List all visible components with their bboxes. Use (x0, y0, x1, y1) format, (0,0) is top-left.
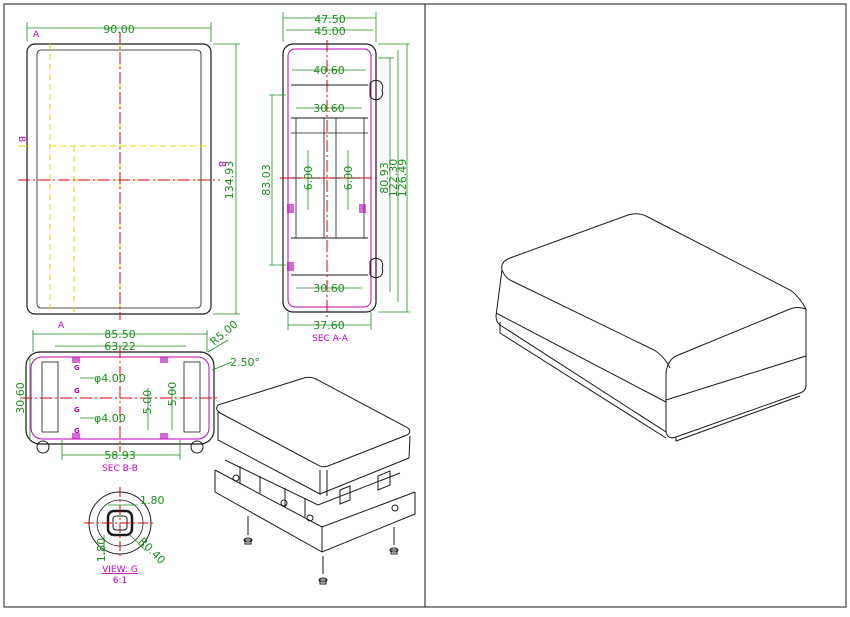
top-view-height-dimension (213, 43, 240, 315)
section-b-g-mark-1: G (74, 387, 80, 395)
section-a-dim-top-3: 30.60 (313, 102, 345, 115)
section-mark-b-left: B (16, 136, 26, 142)
top-view-outline (26, 43, 212, 315)
section-b-inner-1: 5.00 (166, 382, 179, 407)
section-b-hole-1: φ4.00 (94, 412, 126, 425)
section-b-g-mark-3: G (74, 427, 80, 435)
section-a-dim-inner-0: 6.00 (302, 166, 315, 191)
section-b-inner-0: 5.00 (141, 390, 154, 415)
section-a-dim-right-2: 126.49 (396, 159, 409, 198)
top-view-hidden-lines (49, 44, 210, 314)
section-a-caption: SEC A-A (312, 334, 349, 344)
view-g-dim-1: 1.80 (140, 494, 165, 507)
section-b-dim-top-1: 63.22 (104, 340, 136, 353)
section-b-dimensions (29, 330, 233, 460)
section-a-dim-top-2: 40.60 (313, 64, 345, 77)
view-g-scale: 6:1 (113, 576, 127, 586)
section-a-dim-right-0: 80.93 (378, 162, 391, 194)
section-mark-a-bottom: A (58, 321, 65, 331)
assembled-iso-view (495, 213, 807, 442)
section-b-hole-0: φ4.00 (94, 372, 126, 385)
screw-1 (243, 516, 253, 545)
top-view-height-label: 134.93 (223, 161, 236, 200)
section-b-g-mark-0: G (74, 364, 80, 372)
top-view: 90.00 134.93 A A B B (16, 22, 240, 331)
section-a-dim-right-1: 122.30 (387, 159, 400, 198)
view-g-dim-2: 1.80 (95, 538, 108, 563)
view-g-radius: R0.40 (136, 535, 168, 567)
section-a-dim-left: 83.03 (260, 164, 273, 196)
section-a-dim-top-1: 45.00 (314, 25, 346, 38)
section-a-dim-top-0: 47.50 (314, 13, 346, 26)
top-view-inner-outline (36, 49, 202, 309)
top-view-width-dimension (26, 22, 212, 42)
top-view-centerlines (18, 32, 220, 320)
section-b-angle: 2.50° (230, 356, 260, 369)
screw-2 (318, 556, 328, 585)
section-b-bottom-dim: 58.93 (104, 449, 136, 462)
section-b-view: 85.50 63.22 R5.00 2.50° 30.60 φ4.00 φ4.0… (14, 318, 260, 474)
view-g-detail: 1.80 1.80 R0.40 VIEW: G 6:1 (84, 487, 168, 586)
section-a-dimensions (269, 12, 410, 330)
section-a-dim-bottom-1: 37.60 (313, 319, 345, 332)
section-b-caption: SEC B-B (102, 464, 138, 474)
section-mark-a-top: A (33, 30, 40, 40)
section-mark-b-right: B (216, 161, 226, 167)
top-view-width-label: 90.00 (103, 23, 135, 36)
section-a-view: 47.50 45.00 40.60 30.60 30.60 37.60 83.0… (260, 12, 410, 344)
screw-3 (389, 527, 399, 555)
section-b-left-dim: 30.60 (14, 382, 27, 414)
section-b-radius: R5.00 (208, 318, 241, 349)
section-a-dim-bottom-0: 30.60 (313, 282, 345, 295)
section-b-g-mark-2: G (74, 406, 80, 414)
section-b-dim-top-0: 85.50 (104, 328, 136, 341)
view-g-caption: VIEW: G (102, 565, 138, 575)
section-a-dim-inner-1: 6.00 (342, 166, 355, 191)
exploded-iso-view (214, 376, 416, 585)
